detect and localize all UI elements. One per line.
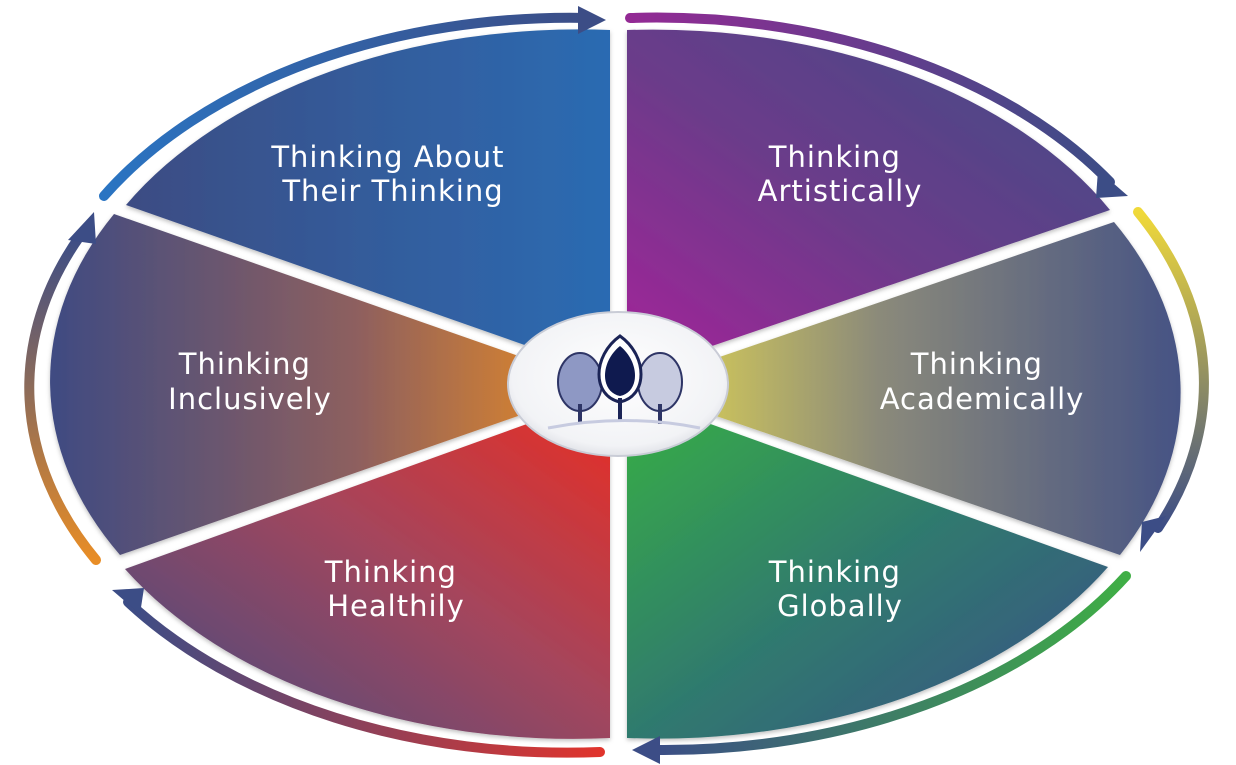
segment-thinking-healthily [125, 394, 610, 739]
label-thinking-globally: Thinking Globally [768, 555, 911, 623]
arrow-top-right [625, 12, 1115, 187]
label-line: Thinking [768, 140, 901, 174]
center-hub [507, 311, 729, 457]
label-thinking-healthily: Thinking Healthily [324, 555, 467, 623]
label-line: Thinking [910, 347, 1043, 381]
label-line: Their Thinking [281, 174, 503, 208]
arrow-right-head-icon [1140, 516, 1166, 552]
arrow-bottom-left [123, 597, 605, 758]
label-thinking-academically: Thinking Academically [880, 347, 1085, 416]
arrow-top-left-head-icon [578, 6, 606, 34]
cycle-arrows [24, 6, 1209, 764]
arrow-top-left [99, 12, 595, 201]
label-line: Artistically [758, 174, 923, 208]
arrow-top-right-head-icon [1096, 170, 1128, 198]
label-thinking-about-their-thinking: Thinking About Their Thinking [270, 140, 514, 208]
label-thinking-artistically: Thinking Artistically [758, 140, 923, 208]
label-thinking-inclusively: Thinking Inclusively [168, 347, 332, 416]
label-line: Inclusively [168, 382, 332, 416]
label-line: Thinking [178, 347, 311, 381]
segment-thinking-inclusively [50, 214, 605, 555]
label-line: Thinking About [270, 140, 504, 174]
label-line: Thinking [768, 555, 901, 589]
label-line: Globally [777, 589, 903, 623]
segment-thinking-about-their-thinking [126, 29, 610, 376]
label-line: Academically [880, 382, 1085, 416]
three-trees-logo-icon [547, 334, 701, 430]
segment-thinking-globally [627, 394, 1108, 739]
label-line: Healthily [327, 589, 465, 623]
arrow-left [24, 231, 101, 565]
arrow-left-head-icon [68, 212, 96, 244]
segment-thinking-academically [632, 222, 1181, 555]
arrow-bottom-right [649, 571, 1131, 756]
segment-thinking-artistically [627, 29, 1110, 376]
arrow-bottom-left-head-icon [112, 588, 144, 614]
arrow-right [1133, 207, 1209, 533]
label-line: Thinking [324, 555, 457, 589]
arrow-bottom-right-head-icon [632, 736, 660, 764]
